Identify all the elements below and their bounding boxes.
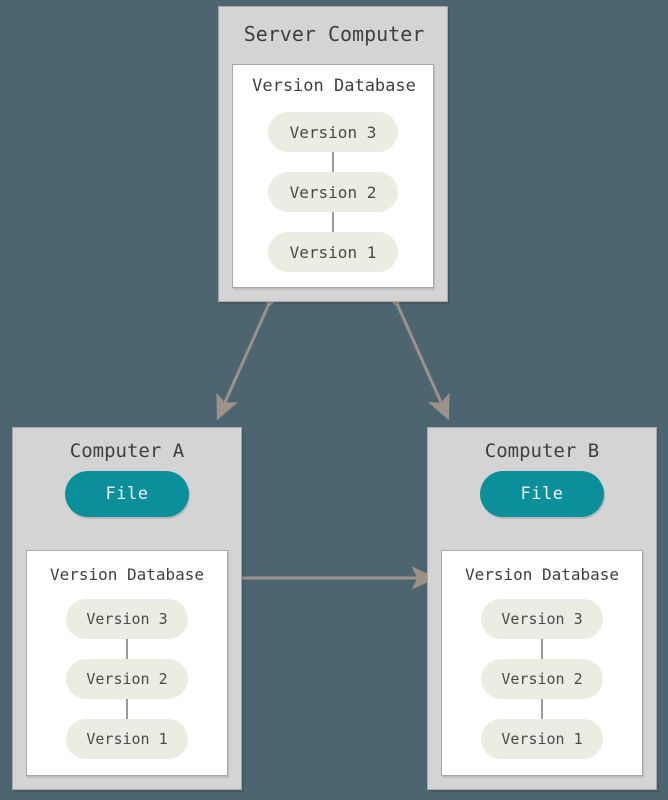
server-version-link-3-2 — [332, 152, 334, 172]
computer-b-version-link-2-1 — [541, 699, 543, 719]
server-version-database-title: Version Database — [252, 76, 416, 96]
server-version-capsule[interactable]: Version 3 — [268, 112, 398, 152]
computer-b-version-capsule[interactable]: Version 1 — [481, 719, 603, 759]
computer-b-version-capsule[interactable]: Version 2 — [481, 659, 603, 699]
server-version-link-2-1 — [332, 212, 334, 232]
computer-a-file-capsule[interactable]: File — [65, 471, 189, 517]
computer-a-version-link-2-1 — [126, 699, 128, 719]
arrow-server-computer-a — [216, 280, 288, 421]
computer-b-version-link-3-2 — [541, 639, 543, 659]
server-version-capsule[interactable]: Version 2 — [268, 172, 398, 212]
computer-a-version-capsule[interactable]: Version 3 — [66, 599, 188, 639]
computer-a-version-capsule[interactable]: Version 1 — [66, 719, 188, 759]
computer-b-version-database-title: Version Database — [464, 565, 620, 584]
computer-a-title: Computer A — [69, 440, 185, 462]
server-version-capsule[interactable]: Version 1 — [268, 232, 398, 272]
computer-a-version-database-title: Version Database — [49, 565, 205, 584]
computer-a-version-link-3-2 — [126, 639, 128, 659]
server-computer-title: Server Computer — [243, 22, 425, 46]
computer-b-title: Computer B — [484, 440, 600, 462]
computer-a-version-capsule[interactable]: Version 2 — [66, 659, 188, 699]
arrow-server-computer-b — [378, 280, 450, 421]
computer-b-file-capsule[interactable]: File — [480, 471, 604, 517]
computer-b-version-capsule[interactable]: Version 3 — [481, 599, 603, 639]
